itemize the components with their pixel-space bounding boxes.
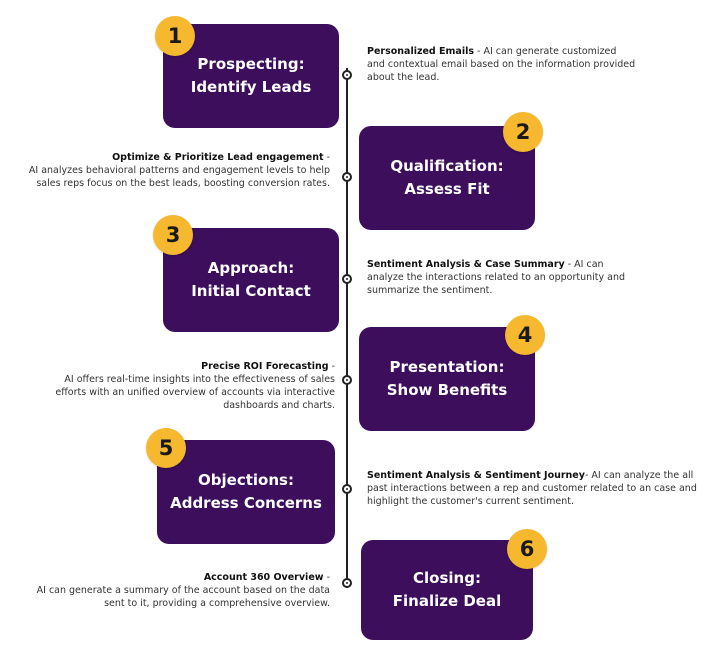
step-5-title-line1: Objections: — [198, 471, 294, 489]
step-4-title-line2: Show Benefits — [386, 381, 508, 399]
step-3-feature-text: - AI can analyze the interactions relate… — [367, 259, 626, 296]
step-5-title-line2: Address Concerns — [170, 494, 322, 512]
step-2-feature-description: Optimize & Prioritize Lead engagement - … — [8, 151, 330, 190]
step-6-title-line2: Finalize Deal — [392, 592, 502, 610]
step-3-timeline-dot — [342, 274, 352, 284]
step-1-number-badge: 1 — [155, 16, 195, 56]
step-2-feature-title-suffix: - — [323, 152, 330, 163]
step-1-feature-description: Personalized Emails - AI can generate cu… — [367, 45, 637, 84]
step-4-number-badge: 4 — [505, 315, 545, 355]
step-5-number-badge: 5 — [146, 428, 186, 468]
step-3-feature-description: Sentiment Analysis & Case Summary - AI c… — [367, 258, 639, 297]
step-1-feature-text: - AI can generate customized and context… — [367, 46, 636, 83]
step-6-feature-text: AI can generate a summary of the account… — [36, 585, 330, 609]
step-5-timeline-dot — [342, 484, 352, 494]
step-3-title-line2: Initial Contact — [191, 282, 311, 300]
step-6-feature-title: Account 360 Overview — [203, 572, 324, 583]
step-4-feature-title-suffix: - — [328, 361, 335, 372]
step-1-box: Prospecting: Identify Leads — [163, 24, 339, 128]
step-2-feature-title: Optimize & Prioritize Lead engagement — [112, 152, 324, 163]
timeline-line — [346, 68, 348, 588]
step-1-timeline-dot — [342, 70, 352, 80]
step-6-title-line1: Closing: — [413, 569, 481, 587]
step-6-feature-title-suffix: - — [323, 572, 330, 583]
step-1-title-line1: Prospecting: — [197, 55, 305, 73]
step-5-feature-title: Sentiment Analysis & Sentiment Journey — [367, 470, 585, 481]
step-4-feature-text: AI offers real-time insights into the ef… — [55, 374, 335, 411]
step-3-feature-title: Sentiment Analysis & Case Summary — [367, 259, 565, 270]
step-2-feature-text: AI analyzes behavioral patterns and enga… — [28, 165, 330, 189]
step-4-feature-title: Precise ROI Forecasting — [201, 361, 329, 372]
step-2-title-line1: Qualification: — [390, 157, 504, 175]
step-5-feature-text: - AI can analyze the all past interactio… — [367, 470, 697, 507]
step-6-timeline-dot — [342, 578, 352, 588]
step-1-feature-title: Personalized Emails — [367, 46, 475, 57]
step-2-box: Qualification: Assess Fit — [359, 126, 535, 230]
step-2-number-badge: 2 — [503, 112, 543, 152]
step-6-feature-description: Account 360 Overview - AI can generate a… — [30, 571, 330, 610]
step-5-box: Objections: Address Concerns — [157, 440, 335, 544]
step-1-title-line2: Identify Leads — [190, 78, 312, 96]
step-2-title-line2: Assess Fit — [404, 180, 490, 198]
step-4-box: Presentation: Show Benefits — [359, 327, 535, 431]
step-3-number-badge: 3 — [153, 215, 193, 255]
step-2-timeline-dot — [342, 172, 352, 182]
step-3-box: Approach: Initial Contact — [163, 228, 339, 332]
step-4-feature-description: Precise ROI Forecasting - AI offers real… — [50, 360, 335, 412]
step-4-title-line1: Presentation: — [389, 358, 505, 376]
step-3-title-line1: Approach: — [207, 259, 295, 277]
step-6-box: Closing: Finalize Deal — [361, 540, 533, 640]
step-4-timeline-dot — [342, 375, 352, 385]
step-5-feature-description: Sentiment Analysis & Sentiment Journey- … — [367, 469, 697, 508]
step-6-number-badge: 6 — [507, 529, 547, 569]
